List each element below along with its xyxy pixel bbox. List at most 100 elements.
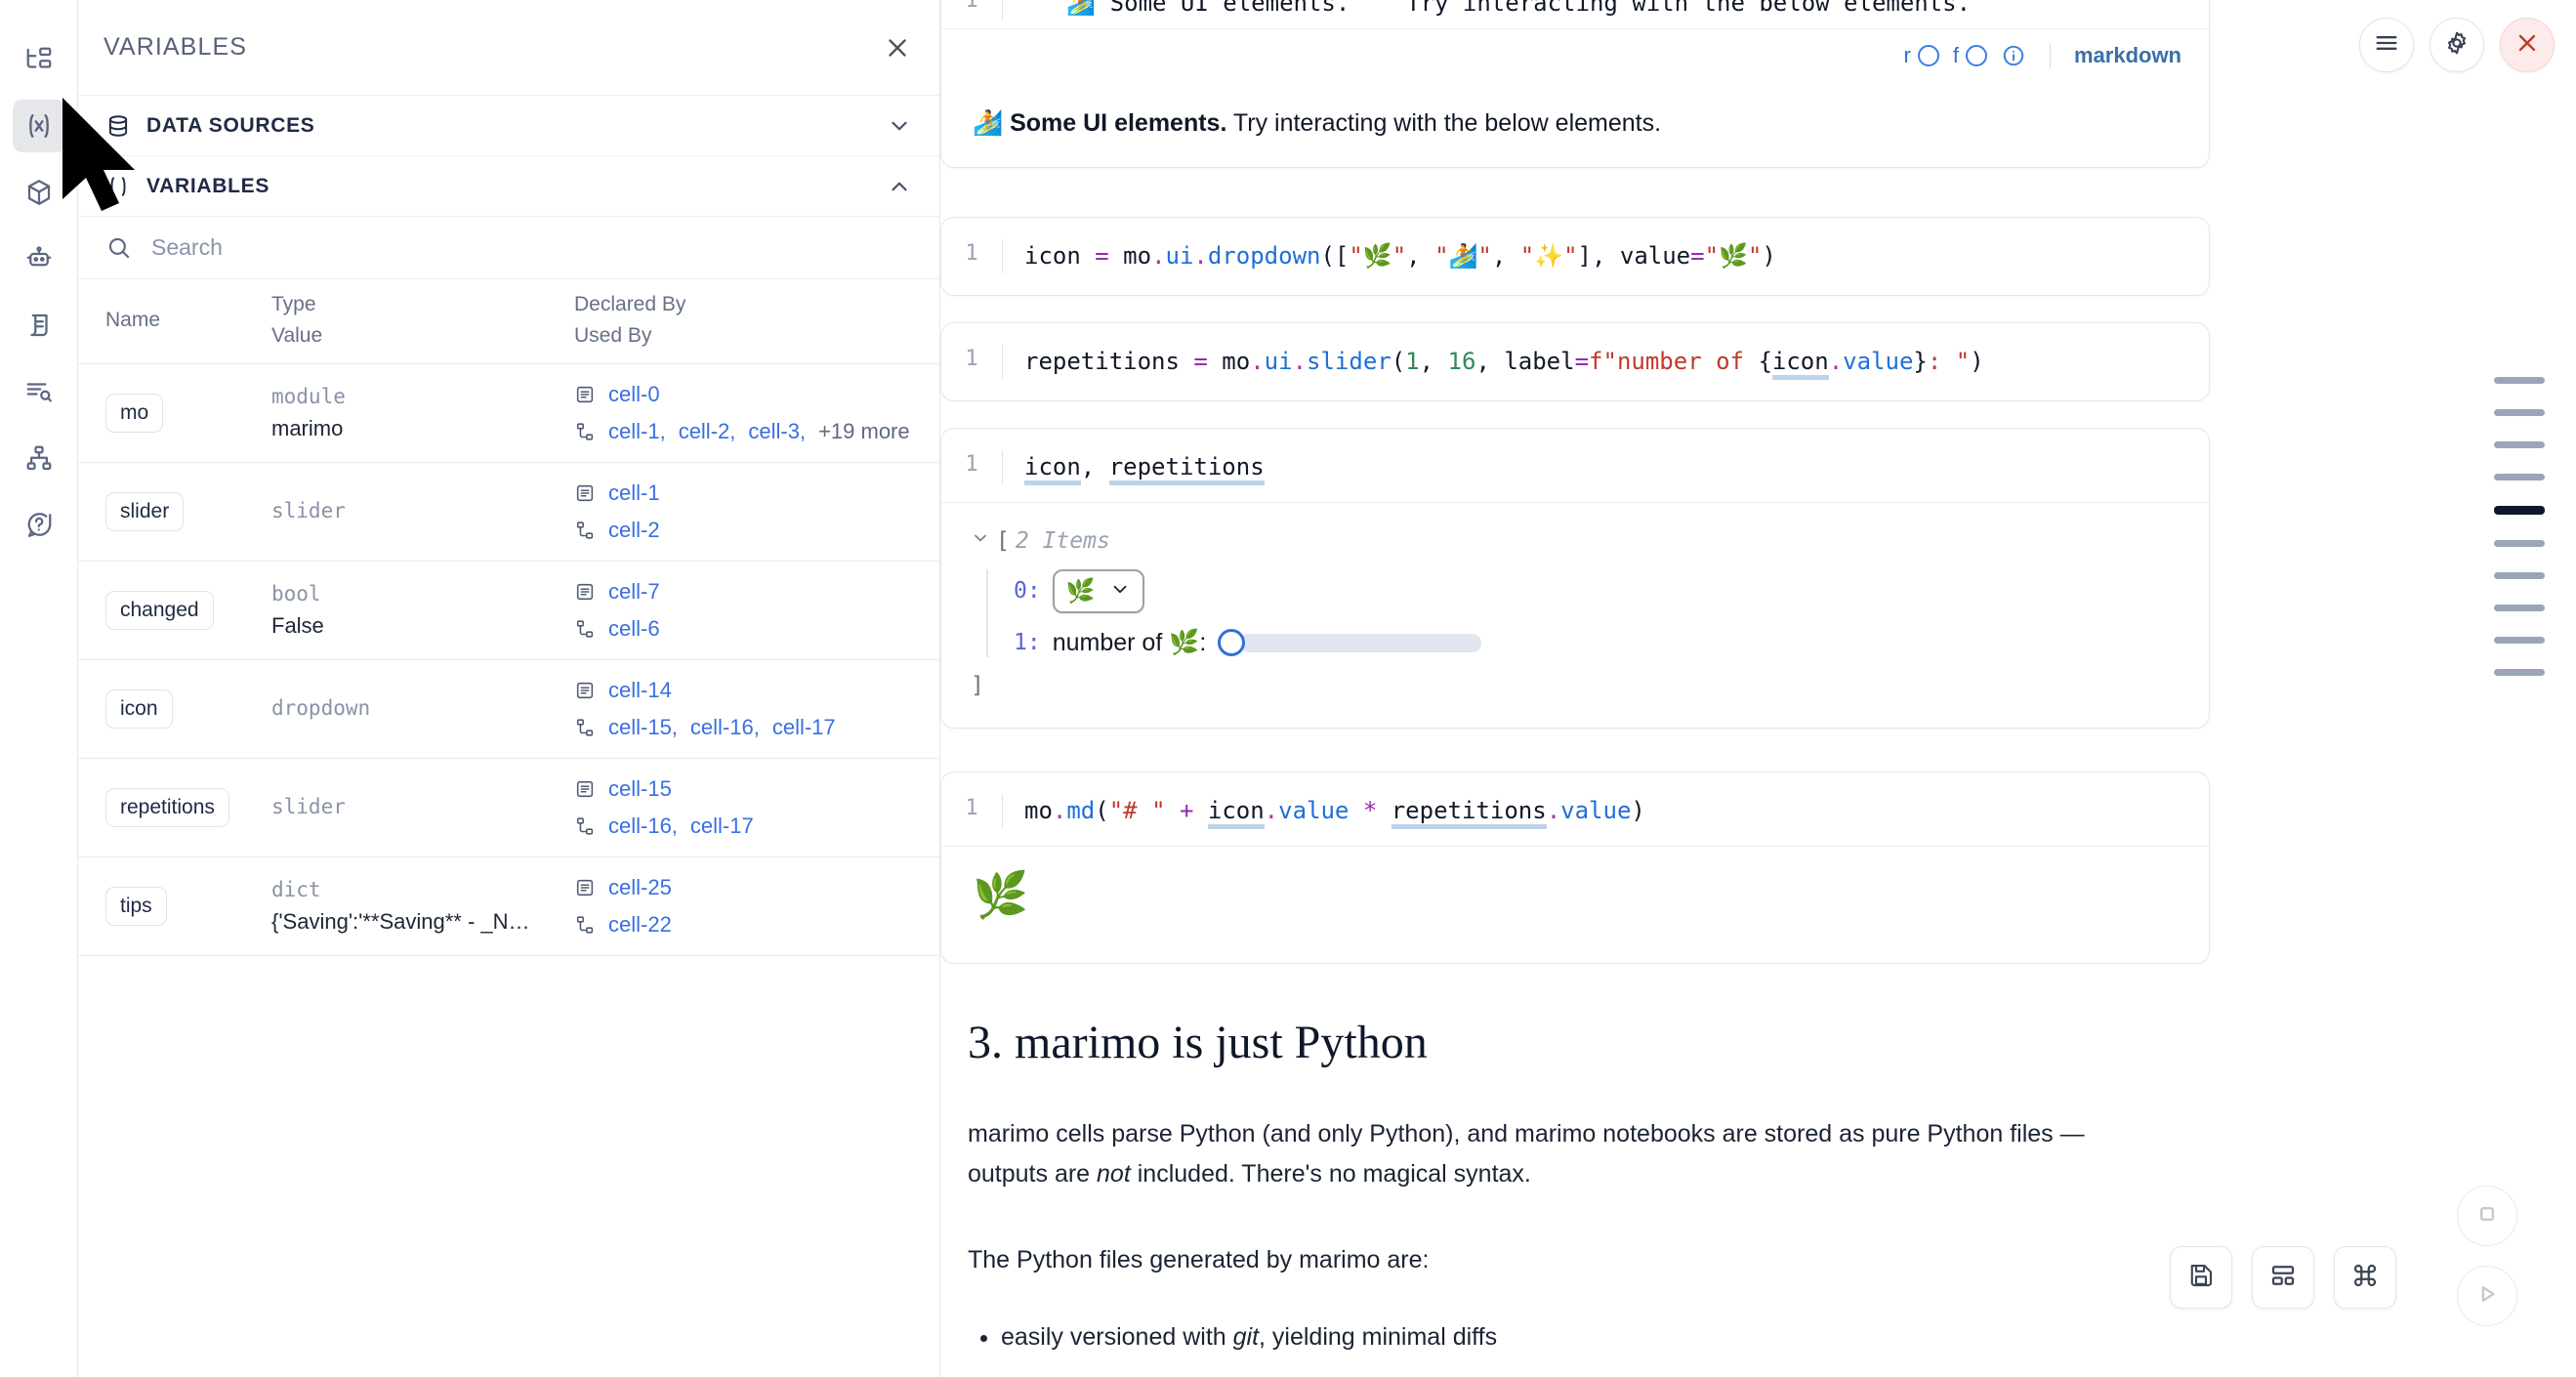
icon-dropdown[interactable]: 🌿 [1052,568,1144,613]
search-input[interactable] [149,233,912,262]
cell-link[interactable]: cell-2, [678,419,736,443]
chevron-down-icon[interactable] [887,113,912,139]
code-token: ([ [1320,242,1350,270]
used-by-line: cell-16, cell-17 [574,814,930,839]
minimap-marker[interactable] [2494,377,2545,384]
section-marimo-is-just-python: 3. marimo is just Python marimo cells pa… [940,1016,2307,1352]
section-variables[interactable]: VARIABLES [78,156,939,217]
code-token: ], value [1577,242,1691,270]
bullet-pre: easily versioned with [1001,1322,1233,1351]
cell-source-code[interactable]: icon, repetitions [1002,450,2209,485]
cell-link[interactable]: cell-1, [608,419,666,443]
code-token: repetitions [1108,453,1265,485]
minimap-marker[interactable] [2494,474,2545,480]
declared-by-icon [574,384,596,405]
cell-source-code[interactable]: icon = mo.ui.dropdown(["🌿", "🏄", "✨"], v… [1002,239,2209,273]
slider-knob[interactable] [1218,629,1246,657]
freeze-toggle[interactable]: f [1953,43,1987,68]
run-button[interactable] [2457,1266,2517,1326]
minimap-marker[interactable] [2494,441,2545,448]
variable-name-chip[interactable]: repetitions [105,788,229,827]
code-token: ui [1264,348,1293,375]
code-token: dropdown [1207,242,1321,270]
minimap-marker[interactable] [2494,409,2545,416]
command-palette-button[interactable] [2334,1246,2396,1309]
reactive-toggle[interactable]: r [1904,43,1939,68]
section-data-sources[interactable]: DATA SOURCES [78,96,939,156]
cell-link[interactable]: cell-22 [608,912,672,937]
cell-source-markdown[interactable]: """🏄 Some UI elements.""" Try interactin… [1002,0,2209,21]
th-value-label: Value [271,324,323,347]
more-cells-label[interactable]: +19 more [818,419,910,443]
minimap-marker[interactable] [2494,572,2545,579]
slider-track[interactable] [1239,633,1482,652]
cell-link[interactable]: cell-17 [689,814,754,838]
minimap[interactable] [2484,352,2555,701]
variable-name-chip[interactable]: slider [105,492,185,531]
variable-name-chip[interactable]: mo [105,394,164,433]
sidebar-item-packages[interactable] [13,166,65,219]
declared-by-icon [574,680,596,701]
th-name-label: Name [105,309,161,331]
variable-name-chip[interactable]: tips [105,887,167,926]
interrupt-icon [2473,1200,2501,1232]
cell-link[interactable]: cell-16, [689,715,760,739]
cell-link[interactable]: cell-14 [608,678,672,702]
minimap-marker-active[interactable] [2494,506,2545,515]
cell-link[interactable]: cell-25 [608,875,672,899]
package-icon [24,178,54,207]
declared-by-line: cell-0 [574,382,930,407]
interrupt-button[interactable] [2457,1186,2517,1246]
section-bullet-list: easily versioned with git, yielding mini… [968,1323,2307,1352]
info-icon[interactable] [2001,43,2026,68]
language-badge[interactable]: markdown [2073,42,2181,67]
cell-close-button[interactable] [2500,18,2555,72]
sidebar-item-chat[interactable] [13,232,65,285]
cell-link[interactable]: cell-15 [608,776,672,801]
repetitions-slider[interactable] [1218,629,1482,657]
sidebar-item-dependency-graph[interactable] [13,432,65,484]
save-button[interactable] [2170,1246,2232,1309]
variable-type: module [271,385,346,409]
cell-menu-button[interactable] [2359,18,2414,72]
sidebar-item-variables[interactable] [12,100,65,152]
cell-link[interactable]: cell-7 [608,579,660,604]
tree-index: 0: [1014,578,1041,605]
cell-source-code[interactable]: repetitions = mo.ui.slider(1, 16, label=… [1002,345,2209,380]
cell-link[interactable]: cell-1 [608,480,660,505]
variables-panel: VARIABLES DATA SOURCES [62,0,940,1377]
cell-link[interactable]: cell-6 [608,616,660,641]
variables-table: Name Type Value Declared By Used By [78,279,939,956]
sidebar-item-explorer[interactable] [13,33,65,86]
cell-source-code[interactable]: mo.md("# " + icon.value * repetitions.va… [1002,794,2209,829]
variable-name-chip[interactable]: changed [105,591,214,630]
minimap-marker[interactable] [2494,637,2545,644]
cell-link[interactable]: cell-17 [771,715,836,739]
panel-close-button[interactable] [883,33,912,63]
cell-link[interactable]: cell-0 [608,382,660,406]
cell-link[interactable]: cell-2 [608,518,660,542]
layout-button[interactable] [2252,1246,2314,1309]
minimap-marker[interactable] [2494,669,2545,676]
sidebar-item-scratchpad[interactable] [13,299,65,352]
cell-settings-button[interactable] [2430,18,2484,72]
sidebar-item-help[interactable] [13,498,65,551]
chevron-up-icon[interactable] [887,174,912,199]
chevron-down-icon[interactable] [971,528,990,554]
line-number: 1 [965,241,978,266]
cell-declared-used: cell-25 cell-22 [547,856,939,956]
tree-header[interactable]: [ 2 Items [971,528,2180,554]
sidebar-item-outline[interactable] [13,365,65,418]
cell-link[interactable]: cell-3, [748,419,807,443]
minimap-marker[interactable] [2494,540,2545,547]
cell-link[interactable]: cell-16, [608,814,678,838]
variable-name-chip[interactable]: icon [105,689,173,729]
minimap-marker[interactable] [2494,605,2545,611]
cell-link[interactable]: cell-15, [608,715,678,739]
